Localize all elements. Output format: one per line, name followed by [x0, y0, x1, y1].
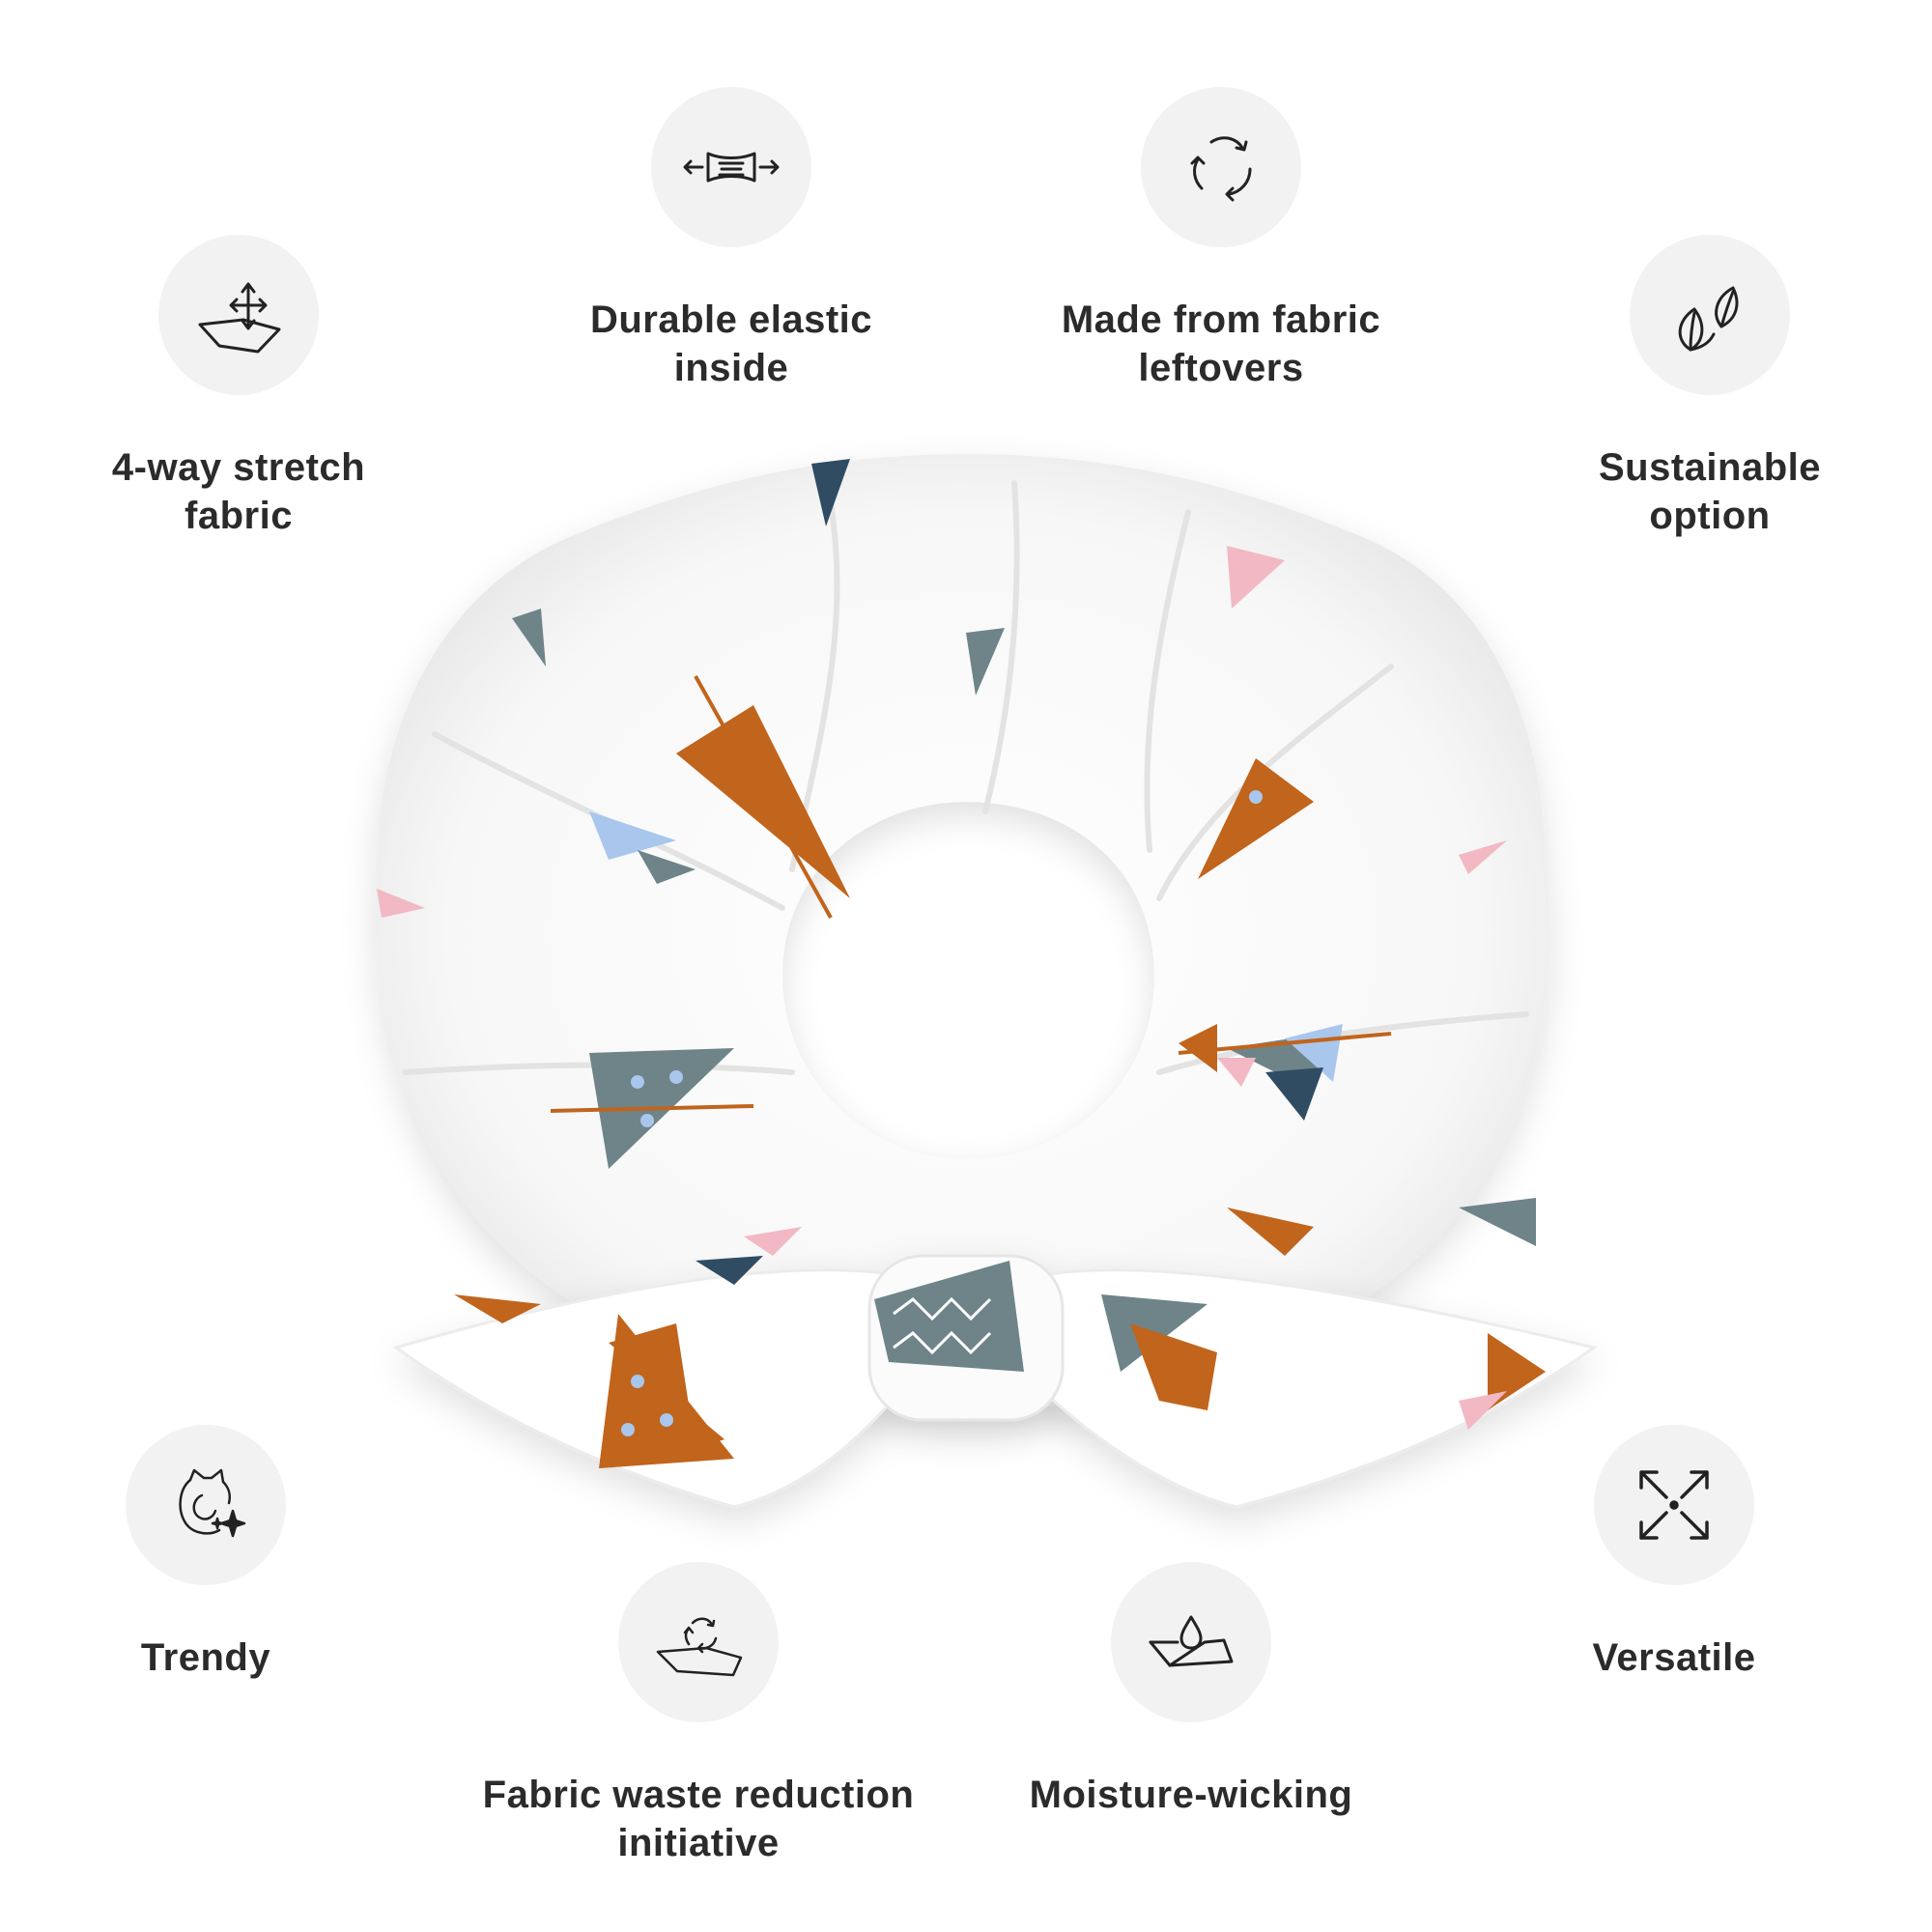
feature-label-line2: fabric [185, 495, 293, 537]
tree-orange-bow-right [1130, 1323, 1217, 1410]
tree-orange-lower-right [1227, 1208, 1314, 1256]
feature-label-line1: 4-way stretch [111, 446, 366, 489]
tree-orange [676, 705, 850, 898]
tree-slate-mid [966, 628, 1005, 696]
feature-fabric-leftovers: Made from fabric leftovers [970, 87, 1472, 392]
feature-label-line1: Made from fabric [1061, 298, 1381, 341]
tree-orange-bow-mid [454, 1294, 541, 1323]
feature-durable-elastic: Durable elastic inside [480, 87, 982, 392]
feature-label-line1: Trendy [140, 1636, 271, 1679]
tree-slate-small [638, 850, 696, 884]
tree-pink-bow [744, 1227, 802, 1256]
feature-label-line2: option [1649, 495, 1771, 537]
tree-pink-bow-tip [1459, 1391, 1507, 1430]
feature-badge [1594, 1425, 1754, 1585]
feature-badge [1630, 235, 1790, 395]
water-drop-fabric-icon [1149, 1615, 1234, 1667]
feature-badge [1111, 1562, 1271, 1722]
feature-label-line1: Durable elastic [589, 298, 873, 341]
tree-pink-left [377, 889, 425, 918]
feature-versatile: Versatile [1423, 1425, 1925, 1682]
tree-pink-top [1227, 546, 1285, 609]
tree-pattern [377, 459, 1546, 1468]
durable-elastic-icon [683, 152, 780, 183]
feature-badge [158, 235, 319, 395]
tree-navy-bow [696, 1256, 763, 1285]
feature-trendy: Trendy [0, 1425, 457, 1682]
four-way-stretch-icon [198, 282, 281, 354]
scrunchie-ring [375, 454, 1550, 1410]
trendy-cat-sparkle-icon [179, 1468, 246, 1538]
tree-slate-knot [874, 1261, 1024, 1372]
tree-navy-top [811, 459, 850, 526]
feature-label-line1: Versatile [1592, 1636, 1756, 1679]
feature-label-line2: initiative [617, 1822, 780, 1864]
feature-badge [126, 1425, 286, 1585]
tree-light-blue [589, 811, 676, 860]
feature-badge [651, 87, 811, 247]
tree-pink-edge [1459, 840, 1507, 874]
feature-fabric-waste-reduction: Fabric waste reduction initiative [447, 1562, 950, 1867]
tree-orange-right-small [1179, 1024, 1217, 1072]
feature-sustainable: Sustainable option [1459, 235, 1932, 540]
tree-pink-right-small [1217, 1058, 1256, 1087]
recycle-icon [1190, 136, 1252, 202]
feature-badge [1141, 87, 1301, 247]
tree-slate-left [512, 609, 546, 667]
tree-orange-bow-tip [1488, 1333, 1546, 1410]
feature-label-line2: leftovers [1138, 347, 1304, 389]
tree-navy-right [1265, 1067, 1323, 1121]
expand-arrows-icon [1639, 1470, 1709, 1540]
leaves-icon [1678, 286, 1739, 352]
feature-label-line1: Moisture-wicking [1029, 1774, 1353, 1816]
feature-label-line1: Sustainable [1598, 446, 1821, 489]
fabric-waste-recycle-icon [656, 1617, 743, 1677]
tree-slate-edge [1459, 1198, 1536, 1246]
feature-moisture-wicking: Moisture-wicking [940, 1562, 1442, 1819]
feature-label-line1: Fabric waste reduction [482, 1774, 915, 1816]
feature-4-way-stretch: 4-way stretch fabric [0, 235, 490, 540]
feature-label-line2: inside [673, 347, 789, 389]
feature-badge [618, 1562, 779, 1722]
tree-orange-right [1198, 758, 1314, 879]
